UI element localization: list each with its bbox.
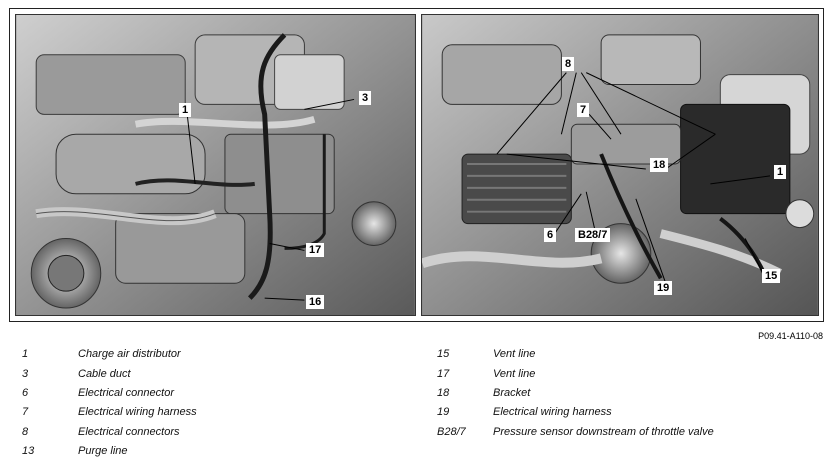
- legend-label: Charge air distributor: [78, 348, 181, 360]
- callout-right-19: 19: [654, 281, 673, 295]
- legend-number: B28/7: [437, 426, 466, 438]
- engine-illustration-right: [422, 15, 818, 315]
- engine-photo-right: 8 7 18 1 6 B28/7 19 15: [421, 14, 819, 316]
- legend-number: 18: [437, 387, 450, 399]
- legend-label: Pressure sensor downstream of throttle v…: [493, 426, 714, 438]
- figure-frame: 1 3 17 16: [9, 8, 824, 322]
- callout-right-B28-7: B28/7: [575, 228, 611, 242]
- legend-label: Electrical wiring harness: [78, 406, 197, 418]
- legend-label: Electrical connectors: [78, 426, 180, 438]
- callout-left-3: 3: [359, 91, 372, 105]
- legend-number: 3: [22, 368, 29, 380]
- callout-left-16: 16: [306, 295, 325, 309]
- legend-label: Vent line: [493, 348, 536, 360]
- legend-label: Electrical connector: [78, 387, 174, 399]
- legend-number: 6: [22, 387, 29, 399]
- callout-right-15: 15: [762, 269, 781, 283]
- engine-photo-left: 1 3 17 16: [15, 14, 416, 316]
- legend-number: 19: [437, 406, 450, 418]
- legend-number: 13: [22, 445, 35, 457]
- engine-illustration-left: [16, 15, 415, 315]
- legend-number: 7: [22, 406, 29, 418]
- callout-left-1: 1: [179, 103, 192, 117]
- legend-label: Bracket: [493, 387, 531, 399]
- callout-right-7: 7: [577, 103, 590, 117]
- callout-right-6: 6: [544, 228, 557, 242]
- legend-label: Electrical wiring harness: [493, 406, 612, 418]
- legend-number: 8: [22, 426, 29, 438]
- legend-label: Cable duct: [78, 368, 131, 380]
- callout-left-17: 17: [306, 243, 325, 257]
- legend-label: Purge line: [78, 445, 128, 457]
- legend-number: 15: [437, 348, 450, 360]
- figure-reference: P09.41-A110-08: [758, 331, 823, 341]
- callout-right-18: 18: [650, 158, 669, 172]
- legend-label: Vent line: [493, 368, 536, 380]
- legend-number: 17: [437, 368, 450, 380]
- callout-right-8: 8: [562, 57, 575, 71]
- legend-number: 1: [22, 348, 29, 360]
- callout-right-1: 1: [774, 165, 787, 179]
